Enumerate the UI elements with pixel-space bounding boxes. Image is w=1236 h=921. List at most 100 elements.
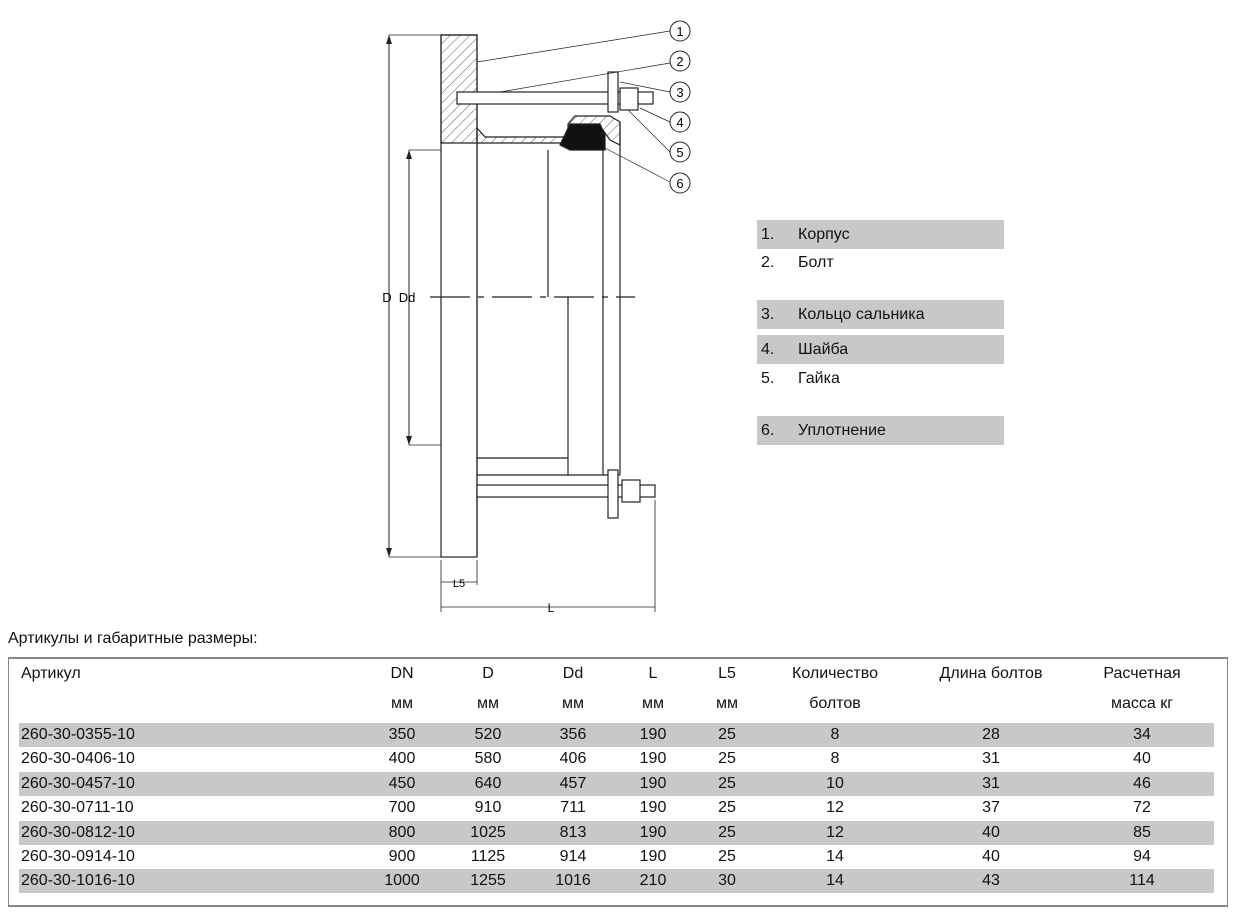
table-cell: 40 <box>1133 750 1151 768</box>
table-cell: 190 <box>639 726 667 743</box>
table-cell: 190 <box>639 774 667 792</box>
table-cell: 260-30-1016-10 <box>21 872 135 890</box>
legend-item: 5.Гайка <box>761 370 840 387</box>
table-cell: 914 <box>559 848 587 865</box>
table-cell: 580 <box>474 750 502 768</box>
column-header: L5 <box>718 665 736 682</box>
table-cell: 8 <box>830 750 840 768</box>
column-header: Длина болтов <box>939 665 1043 682</box>
table-cell: 260-30-0355-10 <box>21 726 135 743</box>
table-cell: 457 <box>559 774 587 792</box>
table-cell: 72 <box>1133 799 1151 817</box>
table-cell: 31 <box>982 774 1000 792</box>
column-header: DN <box>390 665 414 682</box>
column-header: Dd <box>562 665 584 682</box>
table-cell: 1255 <box>470 872 506 890</box>
table-cell: 25 <box>718 774 736 792</box>
table-cell: 900 <box>388 848 416 865</box>
svg-text:1: 1 <box>676 24 683 39</box>
legend-item: 2.Болт <box>761 254 834 271</box>
table-row: 260-30-0406-10 400 580 406 190 25 8 31 40 <box>19 747 1214 771</box>
table-cell: 25 <box>718 848 736 865</box>
table-cell: 711 <box>560 799 586 817</box>
dim-D-label: D <box>382 290 391 305</box>
table-cell: 1125 <box>470 848 506 865</box>
table-cell: 260-30-0812-10 <box>21 823 135 841</box>
dim-Dd-label: Dd <box>399 290 416 305</box>
table-cell: 800 <box>388 823 416 841</box>
table-cell: 700 <box>388 799 416 817</box>
table-cell: 12 <box>826 823 844 841</box>
table-cell: 25 <box>718 750 736 768</box>
table-cell: 31 <box>982 750 1000 768</box>
table-cell: 25 <box>718 823 736 841</box>
table-cell: 520 <box>474 726 502 743</box>
callout-5: 5 <box>669 141 691 163</box>
callout-6: 6 <box>669 172 691 194</box>
table-cell: 640 <box>474 774 502 792</box>
table-cell: 40 <box>982 823 1000 841</box>
legend-item: 4.Шайба <box>757 335 1004 364</box>
table-row: 260-30-0355-10 350 520 356 190 25 8 28 34 <box>19 723 1214 747</box>
column-header: Артикул <box>21 665 81 682</box>
table-cell: 28 <box>982 726 1000 743</box>
column-header: мм <box>642 695 664 712</box>
table-cell: 260-30-0406-10 <box>21 750 135 768</box>
table-cell: 1000 <box>384 872 420 890</box>
table-cell: 94 <box>1133 848 1151 865</box>
callout-2: 2 <box>669 50 691 72</box>
legend-item: 1.Корпус <box>757 220 1004 249</box>
table-cell: 46 <box>1133 774 1151 792</box>
table-cell: 8 <box>830 726 840 743</box>
svg-text:2: 2 <box>676 54 683 69</box>
table-cell: 190 <box>639 799 667 817</box>
column-header: мм <box>562 695 584 712</box>
table-cell: 30 <box>718 872 736 890</box>
column-header: мм <box>477 695 499 712</box>
column-header: болтов <box>809 695 861 712</box>
table-cell: 260-30-0711-10 <box>21 799 134 817</box>
callout-1: 1 <box>669 20 691 42</box>
table-cell: 1025 <box>470 823 506 841</box>
table-cell: 260-30-0914-10 <box>21 848 135 865</box>
column-header: мм <box>716 695 738 712</box>
callout-4: 4 <box>669 111 691 133</box>
table-cell: 25 <box>718 799 736 817</box>
table-row: 260-30-1016-10 1000 1255 1016 210 30 14 43 114 <box>19 869 1214 894</box>
table-cell: 12 <box>826 799 844 817</box>
table-cell: 450 <box>388 774 416 792</box>
table-cell: 34 <box>1133 726 1151 743</box>
table-cell: 210 <box>639 872 667 890</box>
table-cell: 350 <box>388 726 416 743</box>
dim-L5-label: L5 <box>453 578 465 590</box>
table-cell: 190 <box>639 823 667 841</box>
column-header: Расчетная <box>1103 665 1181 682</box>
svg-text:6: 6 <box>676 176 683 191</box>
table-cell: 910 <box>474 799 502 817</box>
column-header: мм <box>391 695 413 712</box>
table-cell: 406 <box>559 750 587 768</box>
table-cell: 14 <box>826 848 844 865</box>
table-cell: 25 <box>718 726 736 743</box>
svg-text:4: 4 <box>676 115 683 130</box>
dim-L-label: L <box>548 601 555 615</box>
table-cell: 43 <box>982 872 1000 890</box>
table-cell: 1016 <box>555 872 591 890</box>
table-cell: 190 <box>639 750 667 768</box>
table-cell: 400 <box>388 750 416 768</box>
table-cell: 14 <box>826 872 844 890</box>
table-cell: 114 <box>1129 872 1155 890</box>
table-cell: 40 <box>982 848 1000 865</box>
table-cell: 85 <box>1133 823 1151 841</box>
column-header: D <box>482 665 494 682</box>
table-caption: Артикулы и габаритные размеры: <box>8 630 258 647</box>
column-header: L <box>648 665 658 682</box>
technical-drawing: 1 2 3 4 5 6 D Dd L5 L <box>382 20 691 615</box>
table-cell: 356 <box>559 726 587 743</box>
legend-item: 6.Уплотнение <box>757 416 1004 445</box>
